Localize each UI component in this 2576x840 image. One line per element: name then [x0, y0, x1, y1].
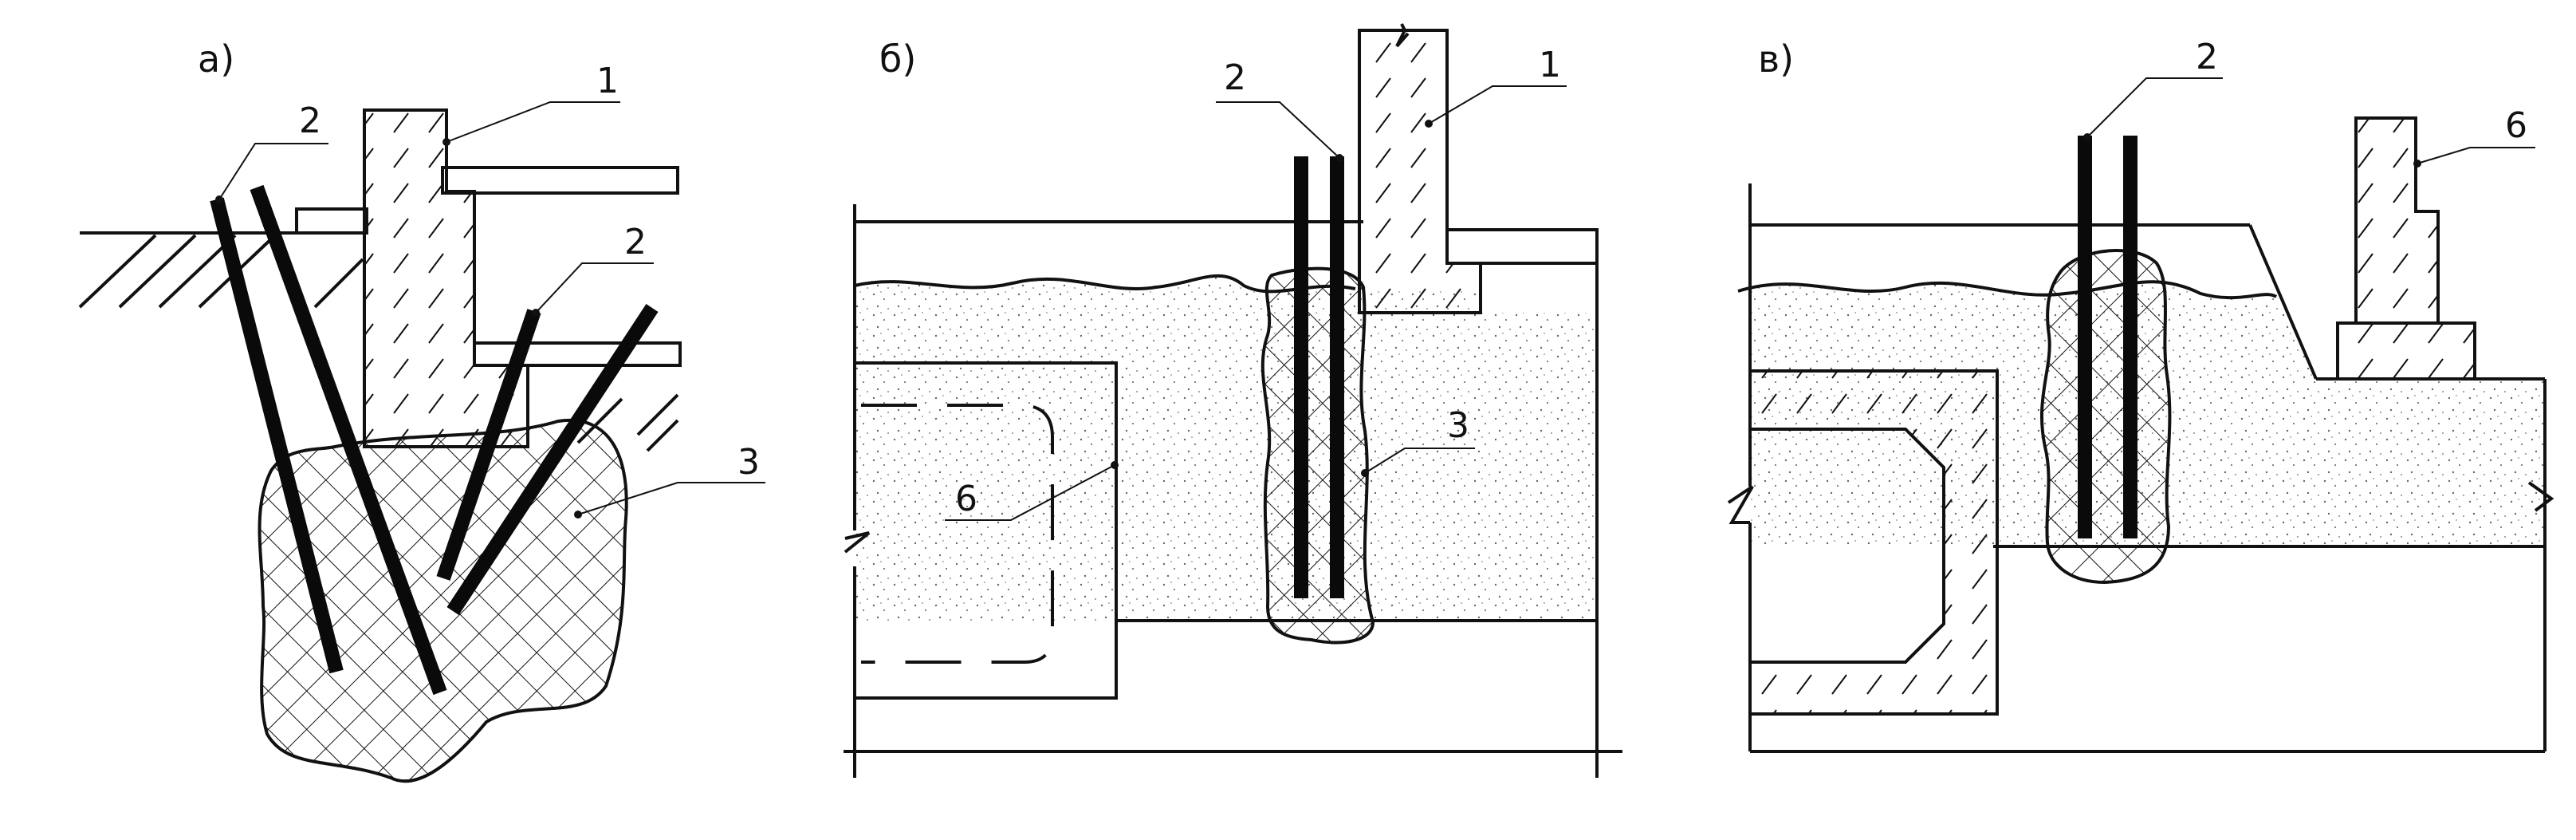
panel-b-callout-2: 2: [1224, 57, 1246, 98]
panel-b-callout-3: 3: [1447, 405, 1469, 446]
panel-a-grout-bulb: [258, 418, 628, 783]
panel-a: а): [78, 37, 765, 783]
panel-v-channel: [1748, 369, 1999, 716]
panel-a-callout-2-mid: 2: [624, 222, 647, 262]
panel-a-top-slab: [441, 166, 679, 195]
panel-a-mid-slab: [473, 341, 682, 367]
panel-a-rod-4: [446, 304, 659, 615]
panel-a-leaders: [215, 101, 765, 519]
panel-v: в): [1727, 37, 2554, 753]
panel-v-footing: [2336, 321, 2476, 381]
panel-v-grout-column: [2039, 249, 2172, 585]
panel-a-callout-2-top: 2: [299, 101, 321, 141]
panel-b-grout-column: [1260, 266, 1375, 645]
panel-b-soil: [855, 275, 1598, 621]
panel-b-callout-1: 1: [1539, 45, 1561, 85]
panel-v-callout-6: 6: [2505, 105, 2527, 146]
panel-v-callout-2: 2: [2196, 37, 2218, 77]
panel-b-callout-6: 6: [955, 479, 977, 519]
panel-a-callout-1: 1: [596, 61, 619, 101]
panel-a-step: [295, 207, 368, 235]
panel-b: б): [844, 23, 1622, 778]
panel-a-label: а): [198, 37, 234, 81]
panel-a-rod-2: [250, 184, 447, 696]
panel-b-foundation: [1358, 29, 1482, 314]
panel-v-label: в): [1758, 37, 1794, 81]
panel-b-break-mark: [1395, 23, 1410, 48]
panel-v-leaders: [2083, 77, 2535, 168]
panel-b-existing-structure: [855, 361, 1118, 700]
panel-a-callout-3: 3: [737, 442, 760, 483]
panel-a-rod-3: [436, 309, 541, 581]
panel-a-foundation: [363, 108, 529, 448]
panel-v-foundation: [2354, 116, 2440, 325]
panel-b-leaders: [945, 85, 1567, 521]
panel-b-label: б): [879, 37, 916, 81]
panel-v-outline: [1727, 183, 2554, 753]
panel-a-rod-1: [210, 197, 344, 674]
